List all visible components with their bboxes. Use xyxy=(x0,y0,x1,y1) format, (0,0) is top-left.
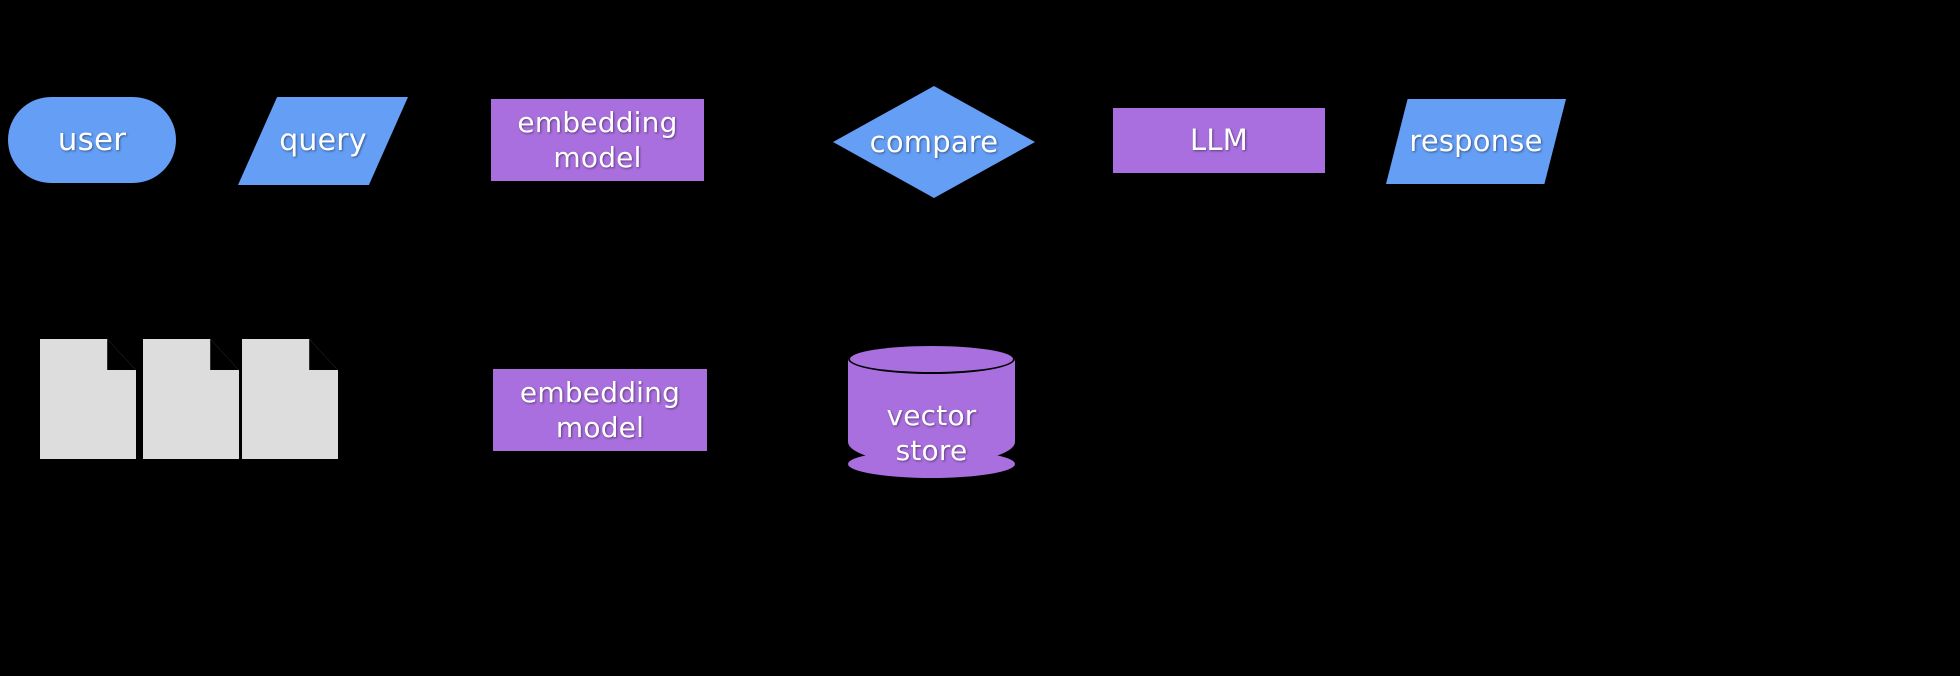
document-fold-corner-icon xyxy=(107,339,136,371)
node-embedding-model-top[interactable]: embedding model xyxy=(491,99,704,181)
node-user[interactable]: user xyxy=(8,97,176,183)
node-llm[interactable]: LLM xyxy=(1113,108,1325,173)
parallelogram-shape xyxy=(1386,99,1566,184)
node-query[interactable]: query xyxy=(238,97,408,185)
node-embedding-model-top-label: embedding model xyxy=(517,106,678,174)
node-embedding-model-bottom-label: embedding model xyxy=(519,376,681,444)
node-response[interactable]: response xyxy=(1386,99,1566,184)
document-icon[interactable] xyxy=(242,339,338,459)
parallelogram-shape xyxy=(238,97,408,185)
diamond-shape xyxy=(833,86,1035,198)
cylinder-body xyxy=(848,358,1015,464)
document-fold-corner-icon xyxy=(210,339,239,371)
document-icon[interactable] xyxy=(40,339,136,459)
node-user-label: user xyxy=(57,121,127,158)
node-vector-store[interactable]: vector store xyxy=(848,344,1015,478)
node-llm-label: LLM xyxy=(1190,123,1248,158)
document-icon[interactable] xyxy=(143,339,239,459)
node-embedding-model-bottom[interactable]: embedding model xyxy=(493,369,707,451)
cylinder-top-ellipse xyxy=(848,344,1015,374)
node-compare[interactable]: compare xyxy=(833,86,1035,198)
document-fold-corner-icon xyxy=(309,339,338,371)
